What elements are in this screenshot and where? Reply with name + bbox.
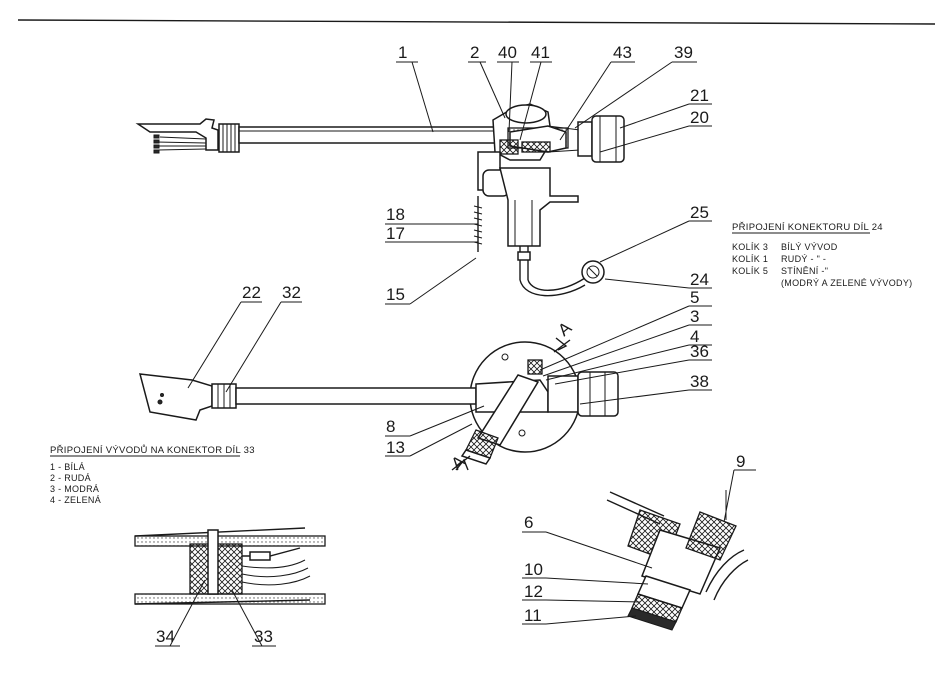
tonearm-side-view (135, 103, 625, 297)
connector-24-pin-2: KOLÍK 1 (732, 254, 768, 264)
label-2: 2 (470, 43, 479, 62)
label-9: 9 (736, 452, 745, 471)
label-25: 25 (690, 203, 709, 222)
connector-24-note: PŘIPOJENÍ KONEKTORU DÍL 24 KOLÍK 3 BÍLÝ … (732, 222, 912, 288)
connector-24-desc-1: BÍLÝ VÝVOD (781, 242, 838, 252)
arm-tube (238, 126, 496, 144)
label-11: 11 (524, 606, 542, 625)
label-3: 3 (690, 307, 699, 326)
connector-33-title: PŘIPOJENÍ VÝVODŮ NA KONEKTOR DÍL 33 (50, 444, 255, 456)
label-43: 43 (613, 43, 632, 62)
counterweight (577, 115, 625, 163)
label-22: 22 (242, 283, 261, 302)
connector-33-item-2: 2 - RUDÁ (50, 473, 91, 483)
connector-24-title: PŘIPOJENÍ KONEKTORU DÍL 24 (732, 222, 883, 233)
label-21: 21 (690, 86, 709, 105)
signal-cable (519, 279, 586, 297)
section-a-detail (606, 490, 749, 631)
section-mark-a-upper: A (554, 318, 575, 340)
label-39: 39 (674, 43, 693, 62)
connector-24-desc-3: STÍNĚNÍ -" (781, 266, 828, 276)
connector-33-note: PŘIPOJENÍ VÝVODŮ NA KONEKTOR DÍL 33 1 - … (50, 444, 255, 505)
label-33: 33 (254, 627, 273, 646)
label-41: 41 (531, 43, 550, 62)
label-17: 17 (386, 224, 405, 243)
tonearm-top-view (138, 337, 619, 471)
label-32: 32 (282, 283, 301, 302)
label-18: 18 (386, 205, 405, 224)
label-5: 5 (690, 288, 699, 307)
label-34: 34 (156, 627, 175, 646)
connector-24-footnote: (MODRÝ A ZELENÉ VÝVODY) (781, 278, 912, 288)
headshell (135, 118, 219, 154)
leader-lines (155, 61, 756, 647)
label-24: 24 (690, 270, 709, 289)
pivot-housing (492, 103, 581, 161)
label-1: 1 (398, 43, 407, 62)
connector-24-desc-2: RUDÝ - " - (781, 254, 826, 264)
label-8: 8 (386, 417, 395, 436)
label-10: 10 (524, 560, 543, 579)
label-20: 20 (690, 108, 709, 127)
connector-24-pin-3: KOLÍK 5 (732, 266, 768, 276)
arm-collar (218, 123, 240, 153)
label-38: 38 (690, 372, 709, 391)
connector-33-item-3: 3 - MODRÁ (50, 484, 99, 494)
top-border-line (17, 19, 936, 25)
lift-arm (460, 359, 543, 465)
label-6: 6 (524, 513, 533, 532)
label-12: 12 (524, 582, 543, 601)
pivot-support (473, 151, 579, 280)
label-36: 36 (690, 342, 709, 361)
connector-24-pin-1: KOLÍK 3 (732, 242, 768, 252)
connector-33-item-1: 1 - BÍLÁ (50, 462, 85, 472)
connector-33-item-4: 4 - ZELENÁ (50, 495, 101, 505)
connector-33-section (134, 527, 326, 605)
label-4: 4 (690, 327, 699, 346)
label-13: 13 (386, 438, 405, 457)
label-40: 40 (498, 43, 517, 62)
label-15: 15 (386, 285, 405, 304)
